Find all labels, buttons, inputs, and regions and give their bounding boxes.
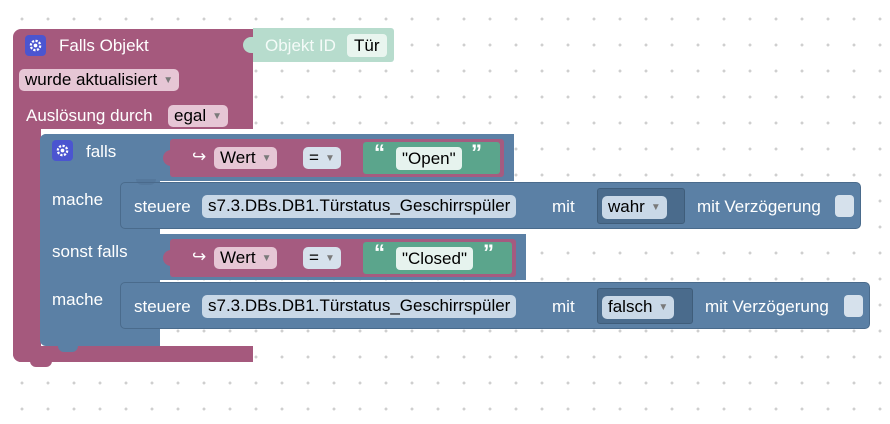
chevron-down-icon: ▼ — [261, 153, 272, 164]
target-object-1-value: s7.3.DBs.DB1.Türstatus_Geschirrspüler — [208, 196, 511, 215]
update-mode-dropdown[interactable]: wurde aktualisiert ▼ — [19, 69, 180, 91]
condition-1-connector — [163, 150, 173, 166]
with-1-label: mit — [552, 197, 575, 216]
compare-op-dropdown-2[interactable]: =▼ — [303, 247, 341, 269]
if-label: falls — [86, 142, 117, 161]
trigger-by-value: egal — [174, 106, 207, 125]
delay-checkbox-2[interactable] — [844, 295, 863, 317]
control-1-label: steuere — [134, 197, 191, 216]
compare-op-1-value: = — [309, 148, 319, 167]
chevron-down-icon: ▼ — [163, 75, 174, 86]
with-2-label: mit — [552, 297, 575, 316]
do-label-2: mache — [52, 290, 104, 309]
control-2-label: steuere — [134, 297, 191, 316]
delay-2-label: mit Verzögerung — [705, 297, 829, 316]
object-id-connector — [243, 37, 255, 53]
quote-close-icon: ” — [483, 240, 494, 265]
delay-1-label: mit Verzögerung — [697, 197, 821, 216]
quote-open-icon: “ — [374, 140, 385, 165]
trigger-block-tab — [30, 360, 52, 367]
chevron-down-icon: ▼ — [658, 302, 669, 313]
text-value-2[interactable]: "Closed" — [396, 247, 473, 270]
gear-icon[interactable] — [25, 35, 46, 56]
control-block-1-notch — [136, 179, 156, 185]
trigger-title: Falls Objekt — [59, 36, 149, 55]
variable-2-value: Wert — [220, 248, 256, 267]
chevron-down-icon: ▼ — [324, 253, 335, 264]
delay-checkbox-1[interactable] — [835, 195, 854, 217]
value-dropdown-1[interactable]: wahr ▼ — [602, 196, 667, 219]
trigger-block-spine — [13, 120, 41, 362]
chevron-down-icon: ▼ — [212, 111, 223, 122]
quote-close-icon: ” — [471, 140, 482, 165]
update-mode-value: wurde aktualisiert — [25, 70, 158, 89]
else-if-label: sonst falls — [52, 242, 128, 261]
text-value-1[interactable]: "Open" — [396, 147, 462, 170]
var-arrow-icon: ↪ — [192, 247, 207, 266]
variable-1-value: Wert — [220, 148, 256, 167]
object-id-field[interactable]: Tür — [347, 34, 387, 57]
gear-icon[interactable] — [52, 140, 73, 161]
variable-dropdown-2[interactable]: Wert ▼ — [214, 247, 278, 269]
value-2: falsch — [608, 297, 653, 316]
object-id-label: Objekt ID — [265, 36, 336, 55]
if-block-tab — [58, 345, 78, 352]
compare-op-2-value: = — [309, 248, 319, 267]
condition-2-connector — [163, 250, 173, 266]
trigger-by-label: Auslösung durch — [26, 106, 153, 125]
do-label: mache — [52, 190, 104, 209]
target-object-2[interactable]: s7.3.DBs.DB1.Türstatus_Geschirrspüler — [202, 295, 517, 318]
trigger-by-dropdown[interactable]: egal ▼ — [168, 105, 229, 127]
value-dropdown-2[interactable]: falsch ▼ — [602, 296, 675, 319]
target-object-1[interactable]: s7.3.DBs.DB1.Türstatus_Geschirrspüler — [202, 195, 517, 218]
chevron-down-icon: ▼ — [650, 202, 661, 213]
compare-op-dropdown-1[interactable]: =▼ — [303, 147, 341, 169]
quote-open-icon: “ — [374, 240, 385, 265]
chevron-down-icon: ▼ — [324, 153, 335, 164]
target-object-2-value: s7.3.DBs.DB1.Türstatus_Geschirrspüler — [208, 296, 511, 315]
value-1: wahr — [608, 197, 645, 216]
chevron-down-icon: ▼ — [261, 253, 272, 264]
variable-dropdown-1[interactable]: Wert ▼ — [214, 147, 278, 169]
var-arrow-icon: ↪ — [192, 147, 207, 166]
